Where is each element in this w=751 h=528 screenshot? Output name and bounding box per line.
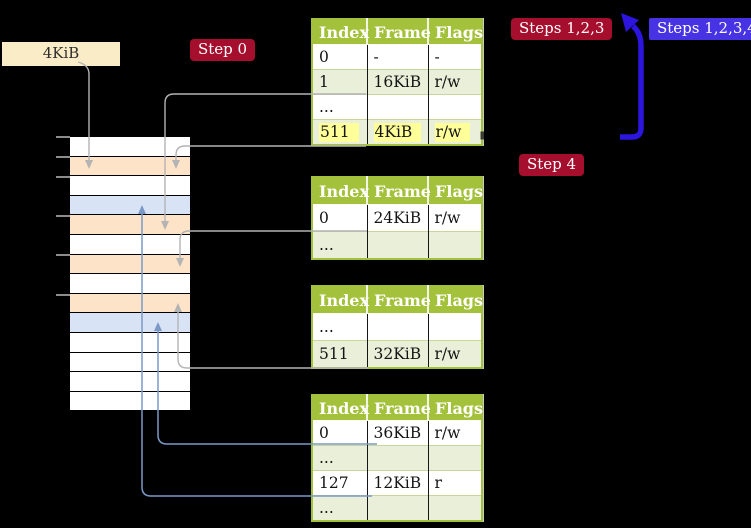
table-row: 1 16KiB r/w	[312, 69, 482, 95]
table-header-row: Index Frame Flags	[312, 395, 483, 421]
table-row: 0 24KiB r/w	[312, 204, 482, 232]
index-column-header: Index	[312, 286, 369, 314]
memory-row-free	[70, 332, 190, 353]
highlighted-value: 511	[319, 123, 359, 142]
flags-column-header: Flags	[428, 286, 483, 314]
flags-column-header: Flags	[428, 177, 483, 205]
table-row: 0 - -	[312, 44, 482, 70]
frame-column-header: Frame	[367, 395, 431, 421]
table-row: 127 12KiB r	[312, 470, 482, 496]
table-row: ...	[312, 231, 482, 259]
memory-row-free	[70, 234, 190, 255]
page-table-3: Index Frame Flags ... 511 32KiB r/w	[311, 285, 483, 369]
table-header-row: Index Frame Flags	[312, 19, 483, 45]
frame-column-header: Frame	[367, 19, 431, 45]
frame-column-header: Frame	[367, 286, 431, 314]
memory-row-orange	[70, 156, 190, 177]
loopback-arrowhead-icon	[621, 13, 639, 32]
page-table-1: Index Frame Flags 0 - - 1 16KiB r/w ... …	[311, 18, 483, 146]
memory-row-free	[70, 137, 190, 157]
table-header-row: Index Frame Flags	[312, 177, 483, 205]
memory-row-orange	[70, 215, 190, 235]
table-row: 511 32KiB r/w	[312, 340, 482, 368]
memory-row-free	[70, 274, 190, 294]
table-row: 0 36KiB r/w	[312, 420, 482, 446]
table-header-row: Index Frame Flags	[312, 286, 483, 314]
memory-row-blue	[70, 195, 190, 216]
index-column-header: Index	[312, 177, 369, 205]
memory-row-orange	[70, 293, 190, 314]
memory-strip	[70, 137, 190, 412]
step4-badge: Step 4	[519, 154, 585, 176]
page-table-4: Index Frame Flags 0 36KiB r/w ... 127 12…	[311, 394, 483, 522]
table-row-highlighted: 511 4KiB r/w	[312, 119, 482, 145]
memory-row-free	[70, 352, 190, 373]
flags-column-header: Flags	[428, 395, 483, 421]
memory-row-free	[70, 176, 190, 196]
steps-123-badge: Steps 1,2,3	[511, 18, 613, 40]
index-column-header: Index	[312, 395, 369, 421]
connector-table1-entry511	[175, 145, 366, 161]
table-row: ...	[312, 313, 482, 341]
highlighted-value: 4KiB	[373, 123, 422, 142]
table-row: ...	[312, 94, 482, 120]
memory-row-blue	[70, 313, 190, 333]
page-table-2: Index Frame Flags 0 24KiB r/w ...	[311, 176, 483, 260]
loopback-arrow-shaft	[620, 23, 644, 140]
table-row: ...	[312, 445, 482, 471]
strip-tick-marks	[56, 136, 70, 296]
steps-1234-badge: Steps 1,2,3,4	[649, 18, 751, 40]
memory-row-free	[70, 391, 190, 412]
index-column-header: Index	[312, 19, 369, 45]
page-size-label: 4KiB	[2, 42, 120, 66]
step0-badge: Step 0	[190, 39, 256, 61]
table-row: ...	[312, 495, 482, 521]
memory-row-free	[70, 372, 190, 392]
flags-column-header: Flags	[428, 19, 483, 45]
frame-column-header: Frame	[367, 177, 431, 205]
highlighted-value: r/w	[434, 123, 471, 142]
memory-row-orange	[70, 254, 190, 275]
